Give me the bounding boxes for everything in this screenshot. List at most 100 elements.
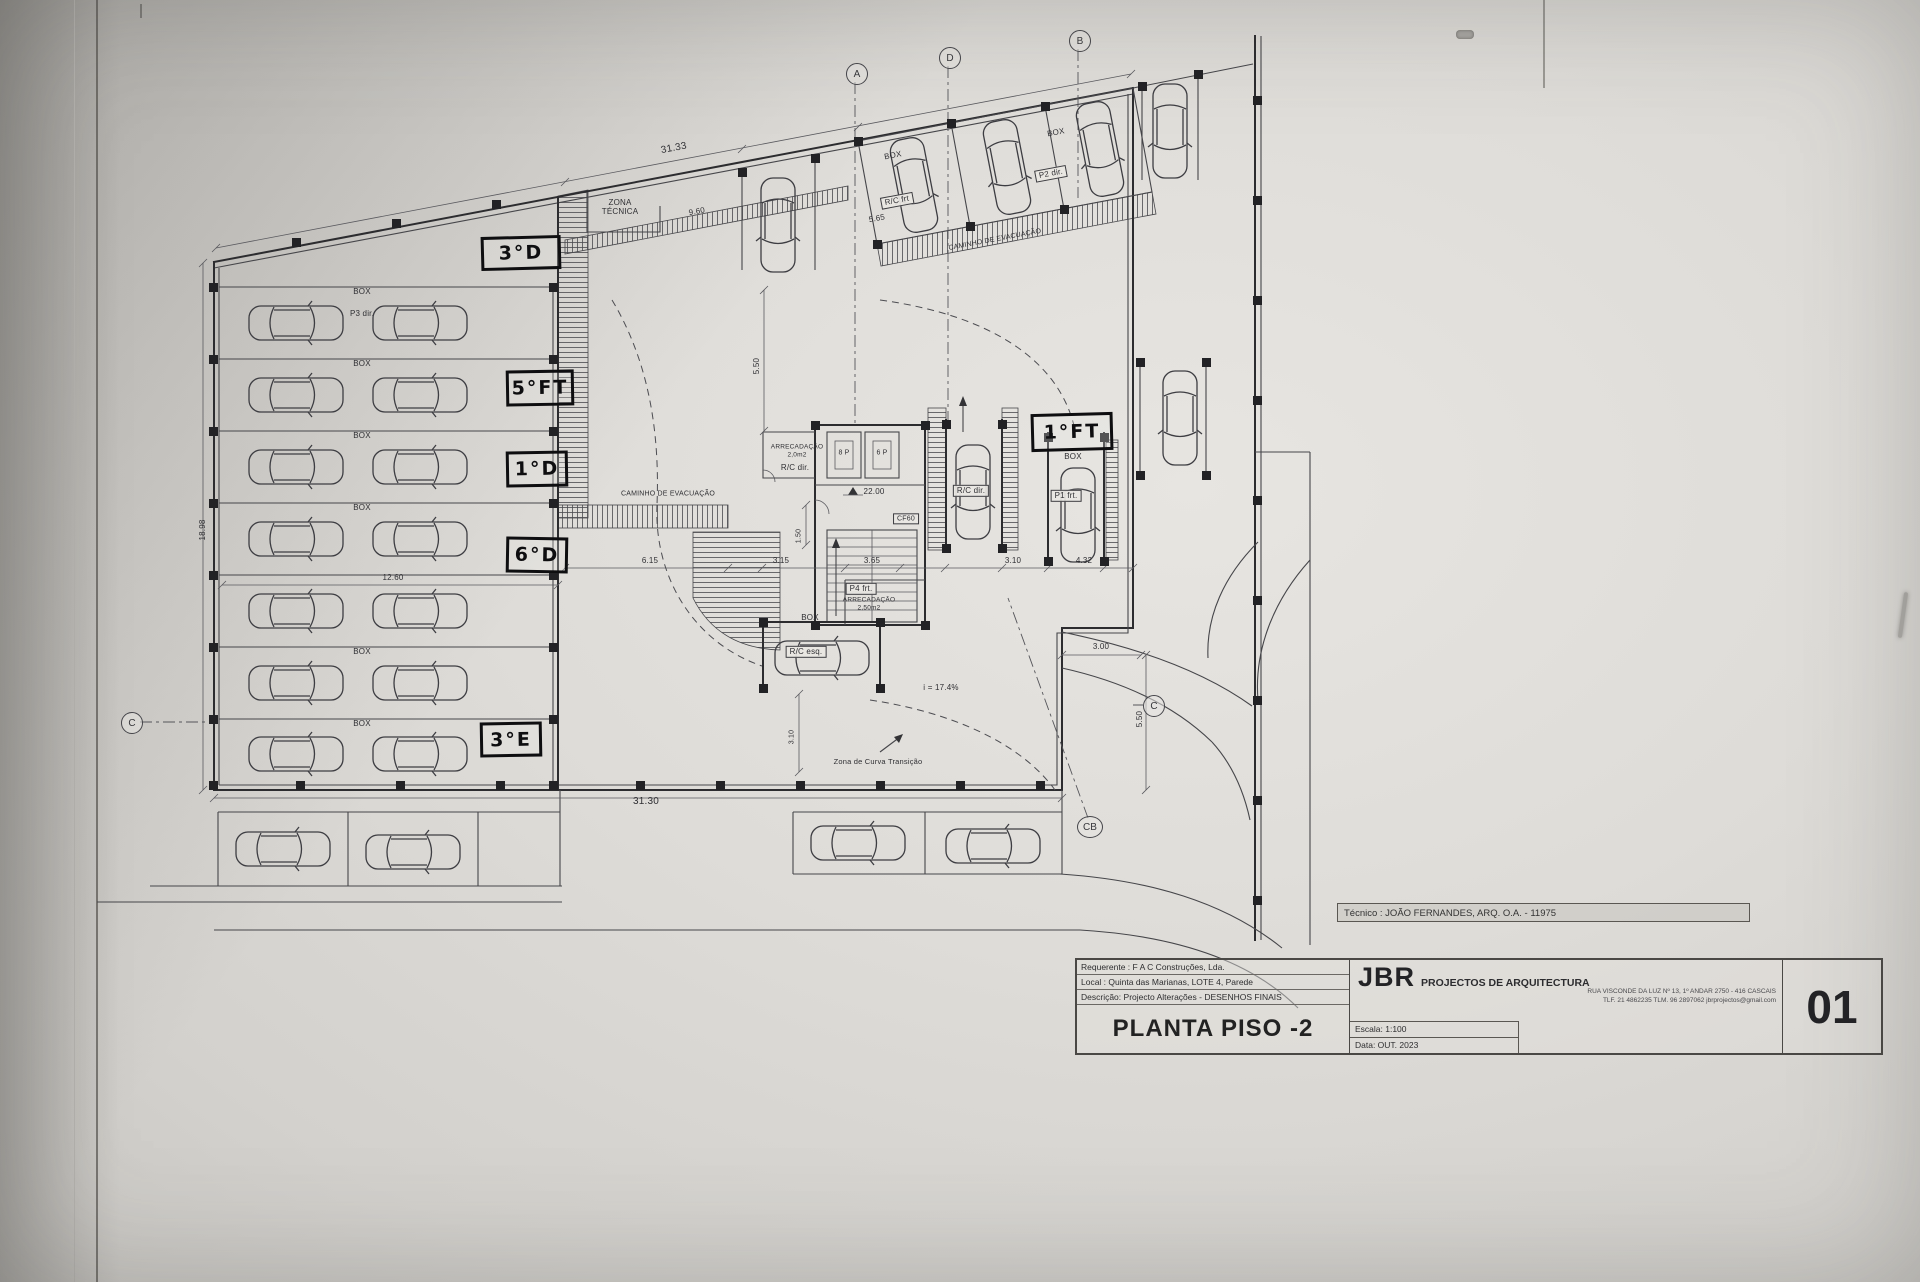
scale-cell: Escala: 1:100 xyxy=(1350,1022,1518,1038)
plan-label: ZONA xyxy=(608,197,632,207)
car-icon xyxy=(810,820,906,866)
axes-and-paths xyxy=(140,49,1143,819)
car-icon xyxy=(1157,370,1203,466)
firm-contacts: TLF. 21 4862235 TLM. 96 2897062 jbrproje… xyxy=(1602,997,1776,1004)
firm-address: RUA VISCONDE DA LUZ Nº 13, 1º ANDAR 2750… xyxy=(1587,988,1776,995)
car-icon xyxy=(945,823,1041,869)
ramp-hatching xyxy=(557,185,1157,651)
car-icon xyxy=(248,731,344,777)
plan-label: 2,50m2 xyxy=(857,604,881,612)
plan-label: R/C dir. xyxy=(952,484,990,498)
car-icon xyxy=(372,372,468,418)
grid-marker-c-right: C xyxy=(1143,695,1165,717)
plan-label: BOX xyxy=(353,286,371,296)
plan-label: CAMINHO DE EVACUAÇÃO xyxy=(620,490,716,498)
plan-label: 6 P xyxy=(876,449,888,457)
requerente-label: Requerente : xyxy=(1081,962,1131,972)
plan-label: 3.65 xyxy=(863,555,881,565)
car-icon xyxy=(372,660,468,706)
staple-mark xyxy=(1456,30,1474,39)
local-label: Local : xyxy=(1081,977,1107,987)
handwritten-unit-label: 1°FT xyxy=(1030,411,1114,453)
grid-marker-letter: C xyxy=(128,717,136,729)
requerente-value: F A C Construções, Lda. xyxy=(1132,962,1225,972)
descricao-value: Projecto Alterações - DESENHOS FINAIS xyxy=(1123,992,1282,1002)
local-row: Local : Quinta das Marianas, LOTE 4, Par… xyxy=(1077,975,1349,990)
grid-marker-letter: B xyxy=(1076,35,1084,47)
plan-label: 31.30 xyxy=(632,795,660,807)
sheet-corner-tick xyxy=(140,4,142,18)
title-block: Requerente : F A C Construções, Lda. Loc… xyxy=(1075,958,1883,1055)
plan-label: 3.15 xyxy=(772,555,790,565)
sheet-frame-top-right-line xyxy=(1543,0,1545,88)
central-car-boxes xyxy=(762,396,1105,693)
plan-label: i = 17.4% xyxy=(923,682,959,692)
plan-label: 3.00 xyxy=(1092,641,1110,651)
plan-label: BOX xyxy=(353,646,371,656)
descricao-row: Descrição: Projecto Alterações - DESENHO… xyxy=(1077,990,1349,1005)
grid-marker-letter: C xyxy=(1150,700,1158,712)
left-parking-block xyxy=(219,286,553,720)
car-icon xyxy=(1068,98,1132,200)
exterior-parking-bays xyxy=(97,790,1063,903)
car-icon xyxy=(365,829,461,875)
car-icon xyxy=(372,516,468,562)
plan-label: 8 P xyxy=(838,449,850,457)
plan-label: P4 frt. xyxy=(845,582,877,596)
date-cell: Data: OUT. 2023 xyxy=(1355,1040,1419,1050)
plan-label: BOX xyxy=(353,718,371,728)
plan-label: 1.50 xyxy=(795,528,803,544)
plan-label: 12.60 xyxy=(382,572,404,582)
grid-marker-cb: CB xyxy=(1077,816,1103,838)
plan-label: 4.32 xyxy=(1075,555,1093,565)
requerente-row: Requerente : F A C Construções, Lda. xyxy=(1077,960,1349,975)
plan-label: CF60 xyxy=(893,513,919,525)
plan-label: ARRECADAÇÃO xyxy=(770,443,824,451)
plan-label: BOX xyxy=(1064,451,1082,461)
car-icon xyxy=(755,177,801,273)
plan-label: P3 dir. xyxy=(349,308,375,318)
handwritten-unit-label: 1°D xyxy=(505,450,569,488)
car-icon xyxy=(248,444,344,490)
firm-type-text: PROJECTOS DE ARQUITECTURA xyxy=(1421,977,1590,989)
local-value: Quinta das Marianas, LOTE 4, Parede xyxy=(1108,977,1253,987)
handwritten-unit-label: 6°D xyxy=(505,536,569,574)
grid-marker-c-left: C xyxy=(121,712,143,734)
title-block-left: Requerente : F A C Construções, Lda. Loc… xyxy=(1077,960,1350,1053)
building-walls xyxy=(212,35,1311,945)
car-icon xyxy=(248,588,344,634)
grid-marker-b: B xyxy=(1069,30,1091,52)
grid-marker-letter: CB xyxy=(1083,821,1097,833)
plan-label: 22.00 xyxy=(863,486,885,496)
paper-edge-line xyxy=(74,0,75,1282)
car-icon xyxy=(1147,83,1193,179)
top-rooms-and-spots xyxy=(586,74,1207,475)
car-icon xyxy=(235,826,331,872)
plan-label: R/C esq. xyxy=(785,645,827,659)
plan-label: BOX xyxy=(353,502,371,512)
firm-logo-text: JBR xyxy=(1358,962,1416,992)
dimension-lines xyxy=(198,69,1151,803)
plan-label: 18.98 xyxy=(197,519,207,541)
title-block-firm: JBR PROJECTOS DE ARQUITECTURA RUA VISCON… xyxy=(1350,960,1783,1053)
car-icon xyxy=(975,116,1039,218)
plan-label: BOX xyxy=(353,358,371,368)
plan-label: 2,0m2 xyxy=(787,451,807,459)
tecnico-bar: Técnico : JOÃO FERNANDES, ARQ. O.A. - 11… xyxy=(1337,903,1750,922)
car-icon xyxy=(248,372,344,418)
car-icon xyxy=(248,516,344,562)
car-icon xyxy=(1055,467,1101,563)
plan-label: Zona de Curva Transição xyxy=(833,757,923,767)
grid-marker-letter: D xyxy=(946,52,954,64)
car-icon xyxy=(372,731,468,777)
plan-label: 5.50 xyxy=(1134,710,1144,728)
firm-name-row: JBR PROJECTOS DE ARQUITECTURA xyxy=(1358,962,1590,993)
grid-marker-a: A xyxy=(846,63,868,85)
plan-label: BOX xyxy=(353,430,371,440)
plan-label: P1 frt. xyxy=(1050,489,1082,503)
plan-label: 3.10 xyxy=(788,729,796,745)
car-icon xyxy=(372,588,468,634)
car-icon xyxy=(248,300,344,346)
